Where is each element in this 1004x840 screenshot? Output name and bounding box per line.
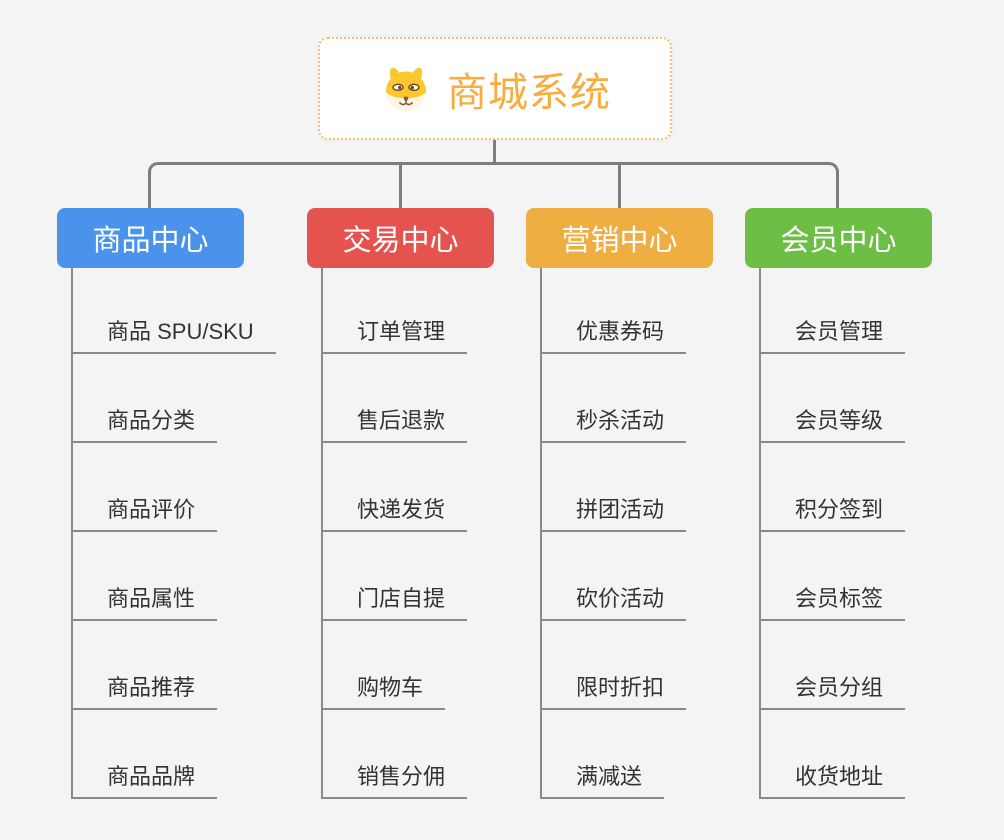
leaf-label[interactable]: 门店自提 <box>323 586 468 621</box>
leaf-label[interactable]: 商品品牌 <box>73 764 218 799</box>
leaf-label[interactable]: 购物车 <box>323 675 446 710</box>
leaf-node: 会员管理 <box>761 268 906 354</box>
connector-drop-marketing <box>618 164 621 209</box>
leaf-node: 会员标签 <box>761 532 906 621</box>
leaf-label[interactable]: 满减送 <box>542 764 665 799</box>
leaf-label[interactable]: 订单管理 <box>323 319 468 354</box>
leaf-label[interactable]: 快递发货 <box>323 497 468 532</box>
leaf-node: 会员分组 <box>761 621 906 710</box>
leaf-node: 购物车 <box>323 621 467 710</box>
leaf-node: 优惠券码 <box>542 268 687 354</box>
leaf-label[interactable]: 收货地址 <box>761 764 906 799</box>
leaf-label[interactable]: 商品属性 <box>73 586 218 621</box>
dog-face-icon <box>386 67 426 111</box>
leaf-label[interactable]: 拼团活动 <box>542 497 687 532</box>
leaf-node: 商品推荐 <box>73 621 276 710</box>
leaf-node: 商品评价 <box>73 443 276 532</box>
leaf-node: 收货地址 <box>761 710 906 799</box>
leaf-label[interactable]: 秒杀活动 <box>542 408 687 443</box>
branch-node-product-center[interactable]: 商品中心 <box>57 208 244 268</box>
leaf-label[interactable]: 限时折扣 <box>542 675 687 710</box>
leaf-node: 商品品牌 <box>73 710 276 799</box>
branch-column-member-center: 会员管理 会员等级 积分签到 会员标签 会员分组 收货地址 <box>759 268 906 799</box>
connector-drop-trade <box>399 164 402 209</box>
leaf-node: 砍价活动 <box>542 532 687 621</box>
leaf-node: 订单管理 <box>323 268 468 354</box>
root-node[interactable]: 商城系统 <box>318 37 672 140</box>
leaf-label[interactable]: 会员分组 <box>761 675 906 710</box>
branch-column-trade-center: 订单管理 售后退款 快递发货 门店自提 购物车 销售分佣 <box>321 268 468 799</box>
leaf-node: 门店自提 <box>323 532 468 621</box>
leaf-node: 积分签到 <box>761 443 906 532</box>
branch-label: 交易中心 <box>342 225 459 257</box>
leaf-node: 满减送 <box>542 710 686 799</box>
leaf-label[interactable]: 商品推荐 <box>73 675 218 710</box>
leaf-node: 商品 SPU/SKU <box>73 268 276 354</box>
leaf-node: 拼团活动 <box>542 443 687 532</box>
leaf-label[interactable]: 积分签到 <box>761 497 906 532</box>
branch-node-member-center[interactable]: 会员中心 <box>745 208 932 268</box>
leaf-node: 商品分类 <box>73 354 276 443</box>
connector-bus <box>148 162 839 209</box>
leaf-label[interactable]: 优惠券码 <box>542 319 687 354</box>
branch-label: 营销中心 <box>561 225 678 257</box>
leaf-label[interactable]: 商品 SPU/SKU <box>73 319 276 354</box>
root-title: 商城系统 <box>447 70 611 115</box>
branch-node-marketing-center[interactable]: 营销中心 <box>526 208 713 268</box>
leaf-node: 会员等级 <box>761 354 906 443</box>
leaf-label[interactable]: 砍价活动 <box>542 586 687 621</box>
leaf-node: 商品属性 <box>73 532 276 621</box>
leaf-node: 销售分佣 <box>323 710 468 799</box>
leaf-node: 秒杀活动 <box>542 354 687 443</box>
branch-label: 商品中心 <box>92 225 209 257</box>
leaf-label[interactable]: 会员等级 <box>761 408 906 443</box>
leaf-label[interactable]: 销售分佣 <box>323 764 468 799</box>
leaf-label[interactable]: 售后退款 <box>323 408 468 443</box>
branch-column-product-center: 商品 SPU/SKU 商品分类 商品评价 商品属性 商品推荐 商品品牌 <box>71 268 276 799</box>
leaf-node: 快递发货 <box>323 443 468 532</box>
leaf-node: 限时折扣 <box>542 621 687 710</box>
branch-column-marketing-center: 优惠券码 秒杀活动 拼团活动 砍价活动 限时折扣 满减送 <box>540 268 687 799</box>
leaf-node: 售后退款 <box>323 354 468 443</box>
leaf-label[interactable]: 会员管理 <box>761 319 906 354</box>
branch-label: 会员中心 <box>780 225 897 257</box>
leaf-label[interactable]: 会员标签 <box>761 586 906 621</box>
connector-root-stem <box>493 140 496 163</box>
leaf-label[interactable]: 商品分类 <box>73 408 218 443</box>
leaf-label[interactable]: 商品评价 <box>73 497 218 532</box>
branch-node-trade-center[interactable]: 交易中心 <box>307 208 494 268</box>
